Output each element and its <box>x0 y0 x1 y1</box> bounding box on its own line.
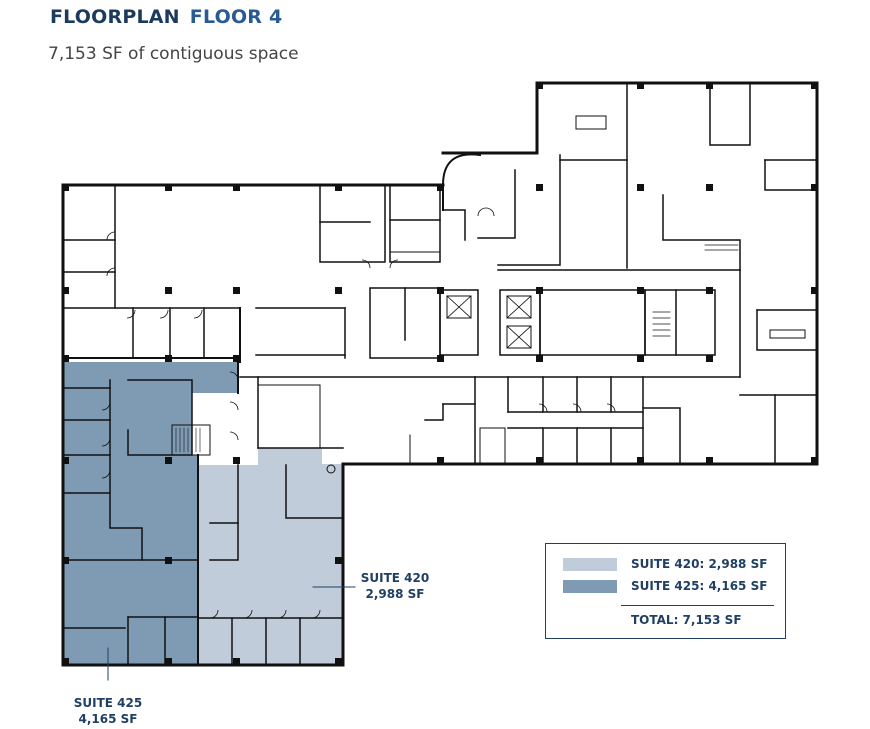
title-floor: FLOOR 4 <box>189 6 283 28</box>
legend: SUITE 420: 2,988 SF SUITE 425: 4,165 SF … <box>545 543 786 639</box>
suite-420-label: SUITE 420 2,988 SF <box>355 570 435 602</box>
suite-425-area: 4,165 SF <box>78 712 138 726</box>
page-title: FLOORPLAN FLOOR 4 <box>50 6 282 28</box>
legend-swatch-suite-420 <box>563 558 617 571</box>
suite-420-area <box>198 448 343 665</box>
legend-total: TOTAL: 7,153 SF <box>631 613 742 627</box>
suite-425-label: SUITE 425 4,165 SF <box>68 695 148 727</box>
legend-divider <box>621 605 774 606</box>
suite-425-name: SUITE 425 <box>73 696 143 710</box>
suite-425-area <box>63 362 238 665</box>
title-floorplan: FLOORPLAN <box>50 6 180 28</box>
subtitle: 7,153 SF of contiguous space <box>48 44 299 64</box>
legend-item-suite-420: SUITE 420: 2,988 SF <box>631 557 768 571</box>
legend-item-suite-425: SUITE 425: 4,165 SF <box>631 579 768 593</box>
legend-swatch-suite-425 <box>563 580 617 593</box>
suite-420-name: SUITE 420 <box>360 571 430 585</box>
suite-420-area: 2,988 SF <box>365 587 425 601</box>
